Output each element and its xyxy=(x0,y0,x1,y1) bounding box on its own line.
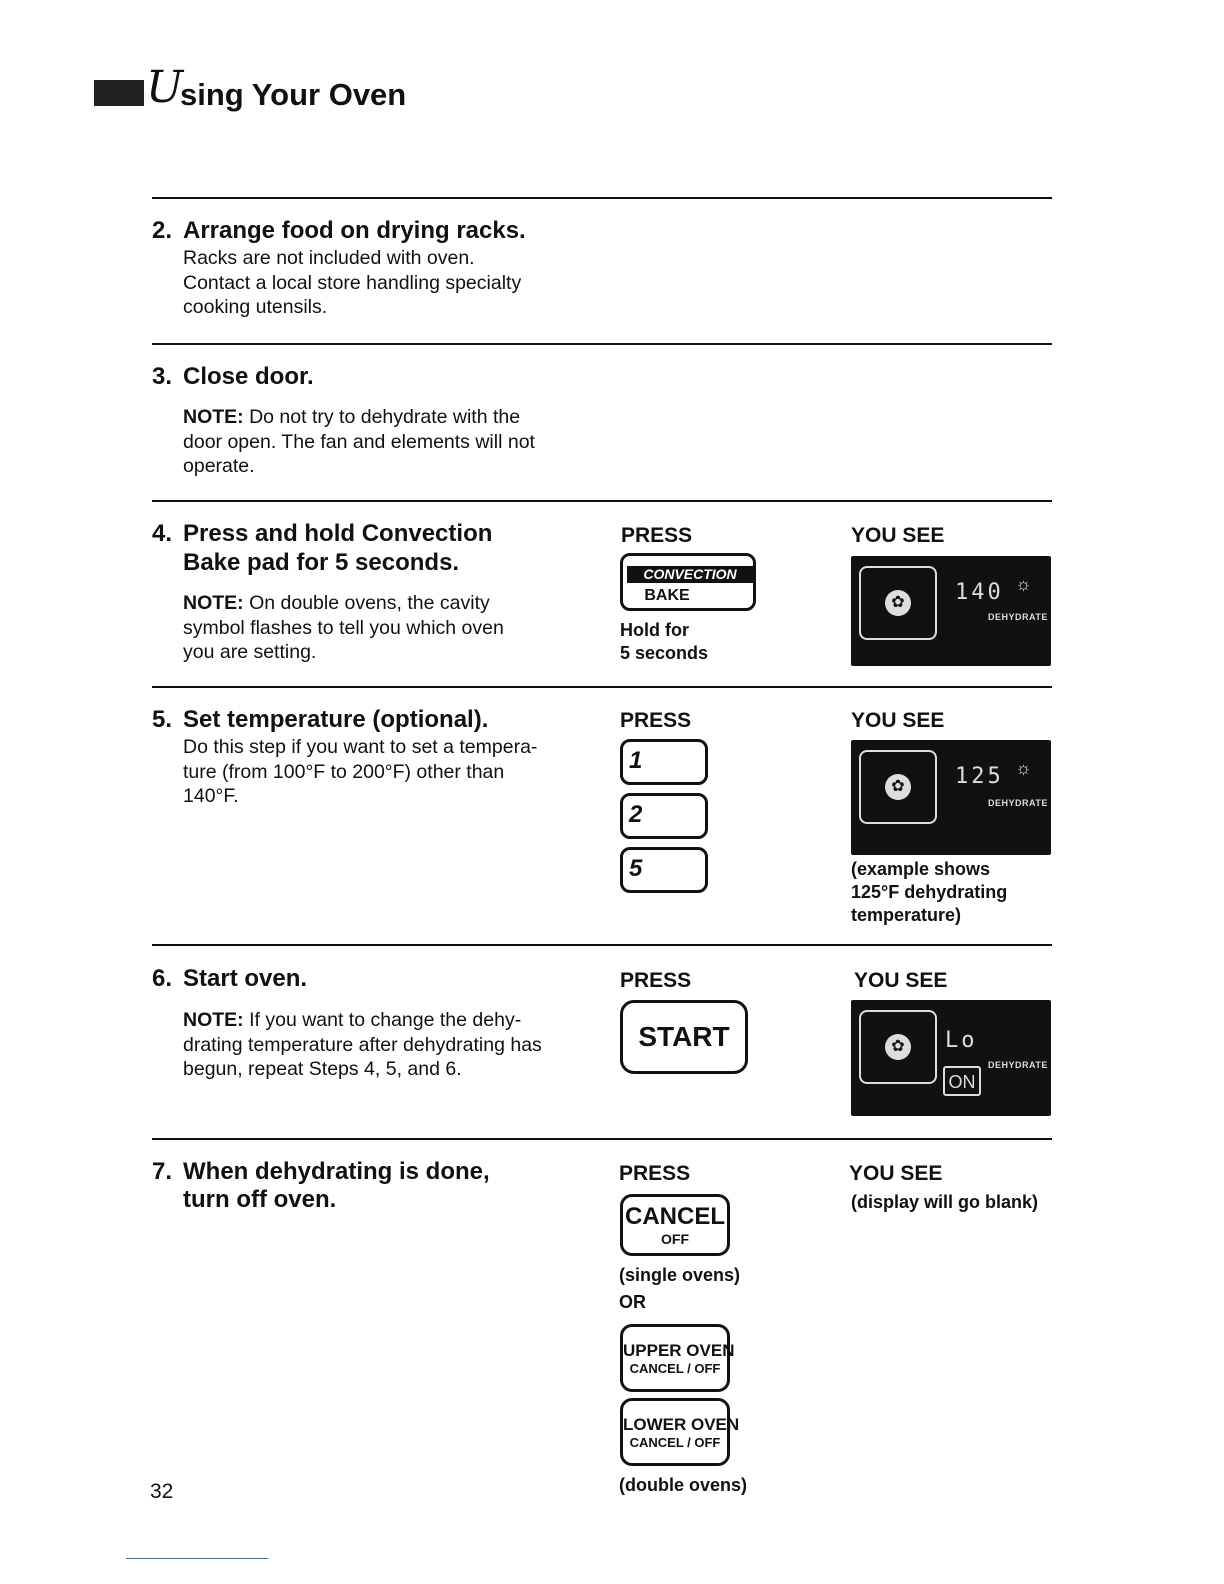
step-5-body: Do this step if you want to set a temper… xyxy=(183,736,538,807)
step-2-body: Racks are not included with oven. Contac… xyxy=(183,247,522,318)
convection-bake-pad[interactable]: CONVECTION BAKE xyxy=(620,553,756,611)
press-label: PRESS xyxy=(619,1162,691,1185)
start-pad[interactable]: START xyxy=(620,1000,748,1074)
you-see-label: YOU SEE xyxy=(851,524,945,547)
on-indicator: ON xyxy=(943,1066,981,1096)
header-script-letter: U xyxy=(146,62,184,113)
you-see-label: YOU SEE xyxy=(849,1162,943,1185)
double-ovens-caption: (double ovens) xyxy=(619,1475,748,1495)
oven-logo-icon xyxy=(94,80,144,106)
footer-line xyxy=(126,1558,268,1559)
page-title: sing Your Oven xyxy=(180,77,407,112)
fan-icon: ✿ xyxy=(885,774,911,800)
you-see-label: YOU SEE xyxy=(851,709,945,732)
step-4-note: NOTE: On double ovens, the cavity symbol… xyxy=(183,592,504,663)
divider xyxy=(152,197,1052,199)
divider xyxy=(152,1138,1052,1140)
single-ovens-caption: (single ovens) xyxy=(619,1265,741,1285)
display-blank-caption: (display will go blank) xyxy=(851,1192,1039,1212)
step-5-caption: (example shows 125°F dehydrating tempera… xyxy=(851,859,1008,925)
fan-icon: ✿ xyxy=(885,590,911,616)
oven-display: ✿ 140 ☼ DEHYDRATE xyxy=(851,556,1051,666)
step-6-note: NOTE: If you want to change the dehy- dr… xyxy=(183,1009,542,1080)
digit-5-pad[interactable]: 5 xyxy=(620,847,708,893)
divider xyxy=(152,500,1052,502)
press-label: PRESS xyxy=(620,969,692,992)
you-see-label: YOU SEE xyxy=(854,969,948,992)
digit-2-pad[interactable]: 2 xyxy=(620,793,708,839)
upper-oven-cancel-pad[interactable]: UPPER OVEN CANCEL / OFF xyxy=(620,1324,734,1392)
lower-oven-cancel-pad[interactable]: LOWER OVEN CANCEL / OFF xyxy=(620,1398,739,1466)
page-number: 32 xyxy=(150,1480,174,1503)
fan-icon: ✿ xyxy=(885,1034,911,1060)
oven-display: ✿ 125 ☼ DEHYDRATE xyxy=(851,740,1051,855)
press-label: PRESS xyxy=(620,709,692,732)
divider xyxy=(152,686,1052,688)
step-3-note: NOTE: Do not try to dehydrate with the d… xyxy=(183,406,535,477)
press-label: PRESS xyxy=(621,524,693,547)
divider xyxy=(152,944,1052,946)
sun-icon: ☼ xyxy=(1015,758,1032,778)
digit-1-pad[interactable]: 1 xyxy=(620,739,708,785)
step-4-caption: Hold for 5 seconds xyxy=(620,620,709,663)
or-label: OR xyxy=(619,1292,646,1312)
cancel-off-pad[interactable]: CANCEL OFF xyxy=(620,1194,730,1256)
oven-display: ✿ Lo DEHYDRATE ON xyxy=(851,1000,1051,1116)
sun-icon: ☼ xyxy=(1015,574,1032,594)
divider xyxy=(152,343,1052,345)
